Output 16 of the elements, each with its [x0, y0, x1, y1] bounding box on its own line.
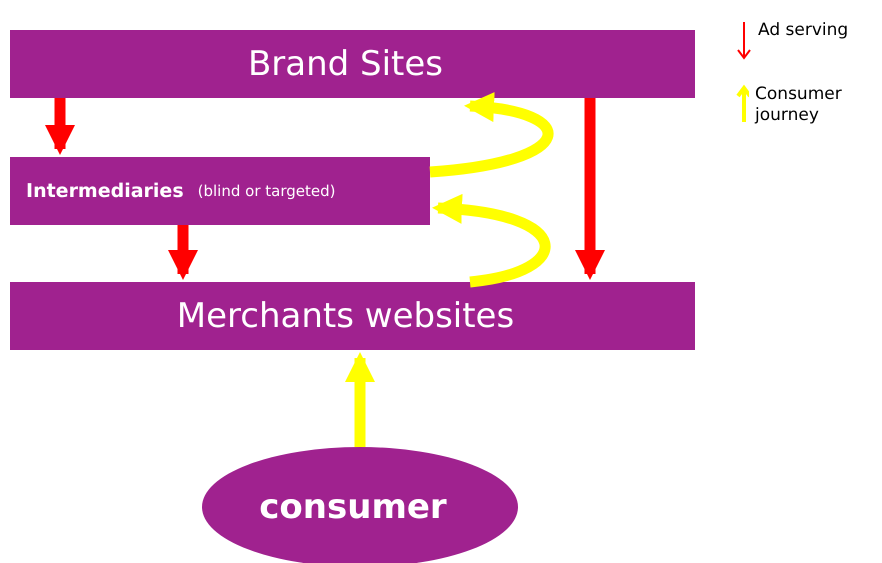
legend-label: Consumer journey [755, 84, 843, 126]
node-title: consumer [259, 487, 447, 527]
node-title: Brand Sites [248, 44, 444, 84]
legend-label: Ad serving [758, 20, 848, 42]
node-note: (blind or targeted) [198, 182, 336, 200]
arrow [345, 352, 375, 447]
band-box [10, 157, 430, 225]
band-box [10, 30, 695, 98]
arrow [432, 194, 550, 288]
arrow [45, 98, 75, 155]
band-box [10, 282, 695, 350]
arrow [168, 225, 198, 280]
node-title: Intermediaries [26, 180, 184, 202]
node-title: Merchants websites [176, 296, 514, 336]
arrow [429, 93, 553, 178]
arrow [575, 98, 605, 280]
